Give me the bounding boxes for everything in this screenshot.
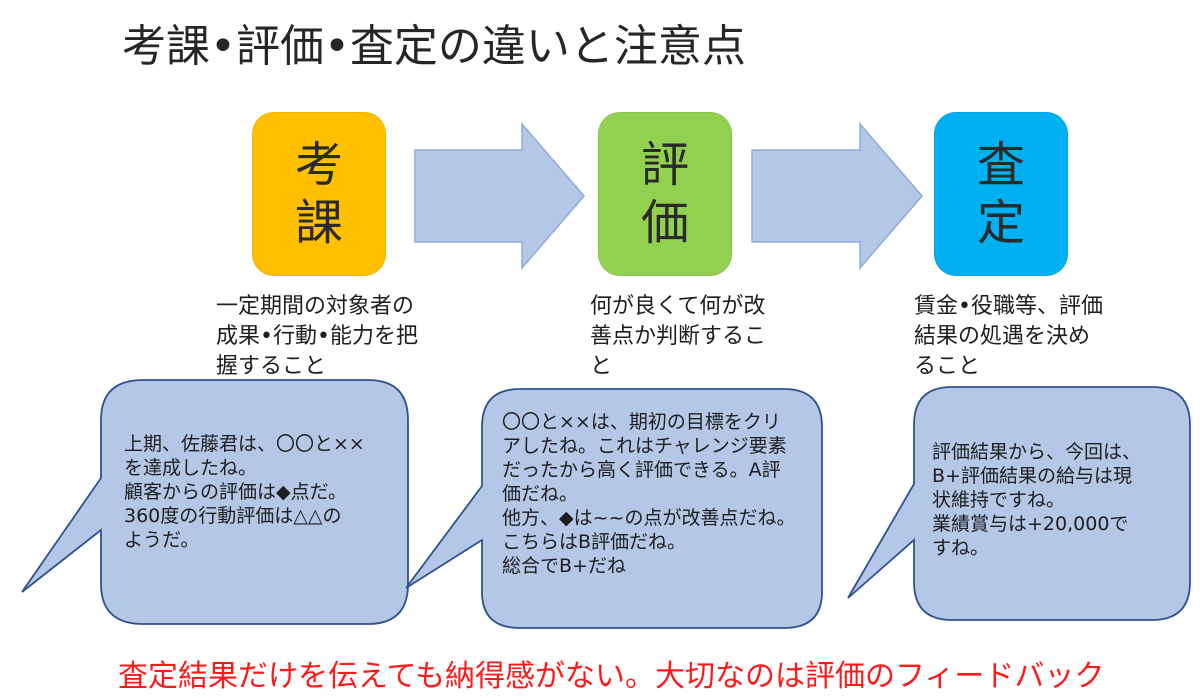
stage-label-top: 評 [640,137,689,193]
stage-label-top: 考 [294,137,343,193]
speech-bubble-3 [847,386,1191,621]
example-comment-kouka: 上期、佐藤君は、〇〇と×× を達成したね。 顧客からの評価は◆点だ。 360度の… [124,433,365,551]
stage-label-top: 査 [976,137,1025,193]
page-title: 考課•評価•査定の違いと注意点 [122,21,746,72]
speech-bubble-2 [405,388,823,629]
stage-box-satei: 査 定 [934,112,1068,276]
example-comment-satei: 評価結果から、今回は、 B+評価結果の給与は現 状維持ですね。 業績賞与は+20… [932,441,1142,559]
stage-description-kouka: 一定期間の対象者の 成果•行動•能力を把 握すること [216,294,418,379]
flow-arrow-1 [414,121,585,271]
stage-description-satei: 賃金•役職等、評価 結果の処遇を決め ること [914,294,1103,379]
speech-bubble-1 [21,379,409,625]
stage-label-bottom: 定 [976,195,1025,251]
stage-box-hyouka: 評 価 [598,112,732,276]
stage-label-bottom: 課 [294,195,343,251]
stage-box-kouka: 考 課 [252,112,386,276]
stage-label-bottom: 価 [640,195,689,251]
flow-arrow-2 [751,121,923,271]
stage-description-hyouka: 何が良くて何が改 善点か判断するこ と [590,294,767,379]
example-comment-hyouka: 〇〇と××は、期初の目標をクリ アしたね。これはチャレンジ要素 だったから高く評… [502,411,796,577]
key-message: 査定結果だけを伝えても納得感がない。大切なのは評価のフィードバック [118,659,1105,694]
